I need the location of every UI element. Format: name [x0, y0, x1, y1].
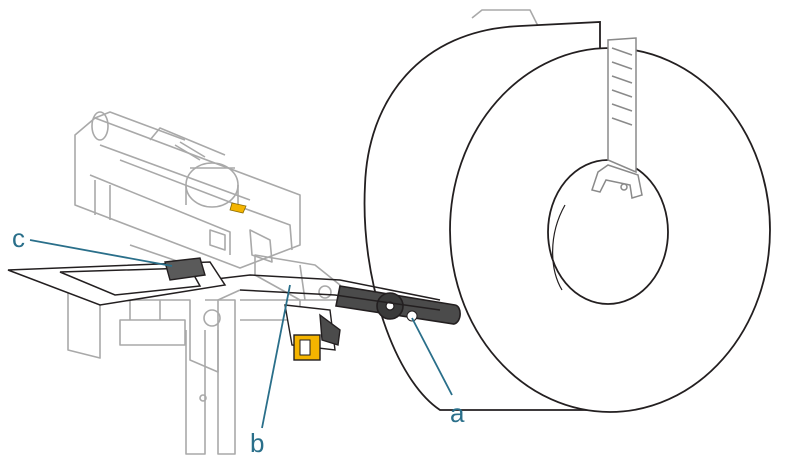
leader-line-c	[29, 239, 173, 267]
callout-leaders	[29, 239, 453, 429]
dancer-arm	[335, 285, 461, 325]
callout-label-c: c	[12, 223, 25, 253]
media-roll	[363, 21, 771, 413]
printer-frame	[67, 9, 541, 455]
media-guide	[591, 37, 643, 199]
leader-line-a	[411, 317, 453, 396]
callout-label-a: a	[450, 398, 465, 428]
callout-label-b: b	[250, 428, 264, 458]
head-latch-highlight	[229, 202, 247, 214]
peel-assembly	[164, 257, 341, 361]
leader-line-b	[261, 284, 291, 429]
